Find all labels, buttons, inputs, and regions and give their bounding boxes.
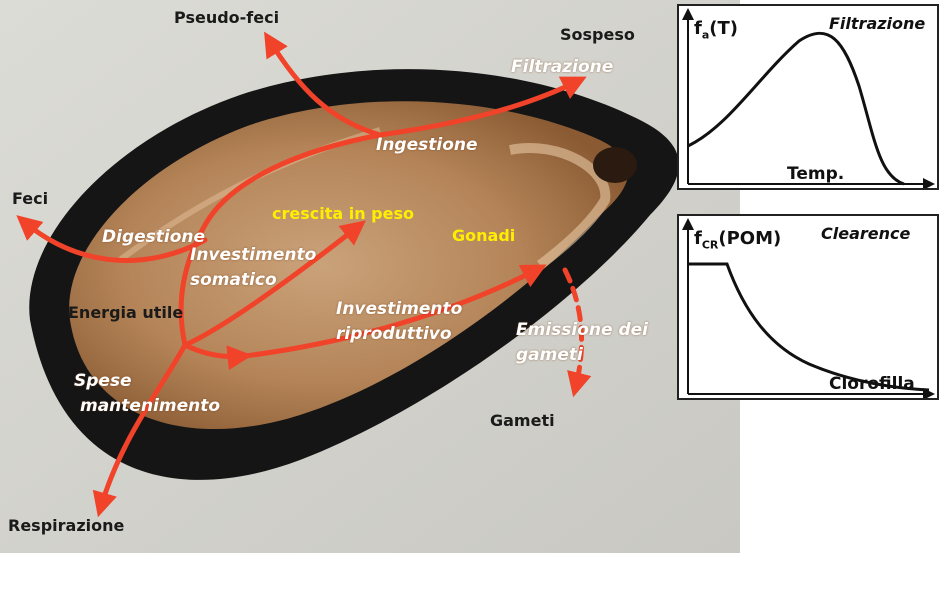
siphon — [593, 147, 637, 183]
label-investimento-riproduttivo-1: Investimento — [336, 301, 462, 318]
label-crescita-in-peso: crescita in peso — [272, 206, 414, 222]
label-emissione-dei-gameti-2: gameti — [516, 347, 583, 364]
label-respirazione: Respirazione — [8, 518, 124, 534]
label-digestione: Digestione — [102, 229, 205, 246]
label-feci: Feci — [12, 191, 48, 207]
label-filtrazione: Filtrazione — [511, 59, 613, 76]
panel-clearence: fCR(POM) Clearence Clorofilla — [677, 214, 939, 400]
label-investimento-somatico-1: Investimento — [190, 247, 316, 264]
clearence-panel-title: Clearence — [821, 224, 910, 243]
temperature-curve — [688, 33, 904, 184]
label-gameti: Gameti — [490, 413, 555, 429]
clearence-function-label: fCR(POM) — [694, 228, 781, 252]
label-spese-1: Spese — [74, 373, 132, 390]
label-investimento-riproduttivo-2: riproduttivo — [336, 326, 452, 343]
label-emissione-dei-gameti-1: Emissione dei — [516, 322, 648, 339]
chlorophyll-curve — [688, 264, 929, 390]
filtrazione-function-label: fa(T) — [694, 18, 738, 42]
label-investimento-somatico-2: somatico — [190, 272, 277, 289]
filtrazione-panel-title: Filtrazione — [829, 14, 925, 33]
panel-filtrazione: fa(T) Filtrazione Temp. — [677, 4, 939, 190]
filtrazione-x-label: Temp. — [787, 164, 844, 184]
label-spese-2: mantenimento — [80, 398, 220, 415]
label-ingestione: Ingestione — [376, 137, 478, 154]
label-gonadi: Gonadi — [452, 228, 515, 244]
label-sospeso: Sospeso — [560, 27, 635, 43]
label-pseudo-feci: Pseudo-feci — [174, 10, 279, 26]
label-energia-utile: Energia utile — [68, 305, 183, 321]
clearence-x-label: Clorofilla — [829, 374, 915, 394]
